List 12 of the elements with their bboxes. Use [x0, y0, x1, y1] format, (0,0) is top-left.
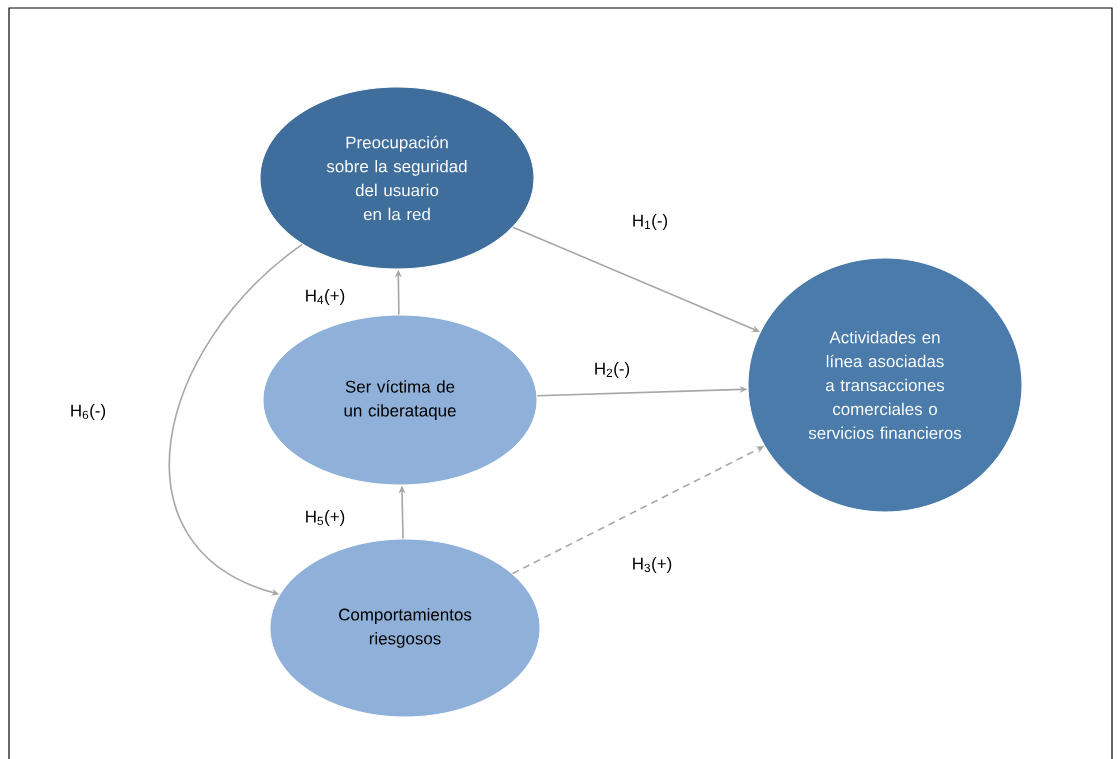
arrow [512, 226, 760, 333]
edge-label: H$_{4}$(+) [302, 287, 348, 307]
ellipse-node: Preocupación sobre la seguridad del usuario en la red [259, 86, 535, 270]
ellipse-node: Comportamientos riesgosos [269, 538, 541, 718]
edge-label: H$_{5}$(+) [302, 508, 348, 528]
edge-label: H$_{3}$(+) [629, 555, 675, 575]
edge-label: H$_{6}$(-) [67, 402, 109, 422]
edge-label: H$_{2}$(-) [591, 360, 633, 380]
ellipse-node: Ser víctima de un ciberataque [262, 314, 538, 486]
arrow [168, 243, 304, 596]
edge-label: H$_{1}$(-) [629, 212, 671, 232]
ellipse-node: Actividades en línea asociadas a transacciones comerciales o servicios financieros [747, 257, 1023, 513]
